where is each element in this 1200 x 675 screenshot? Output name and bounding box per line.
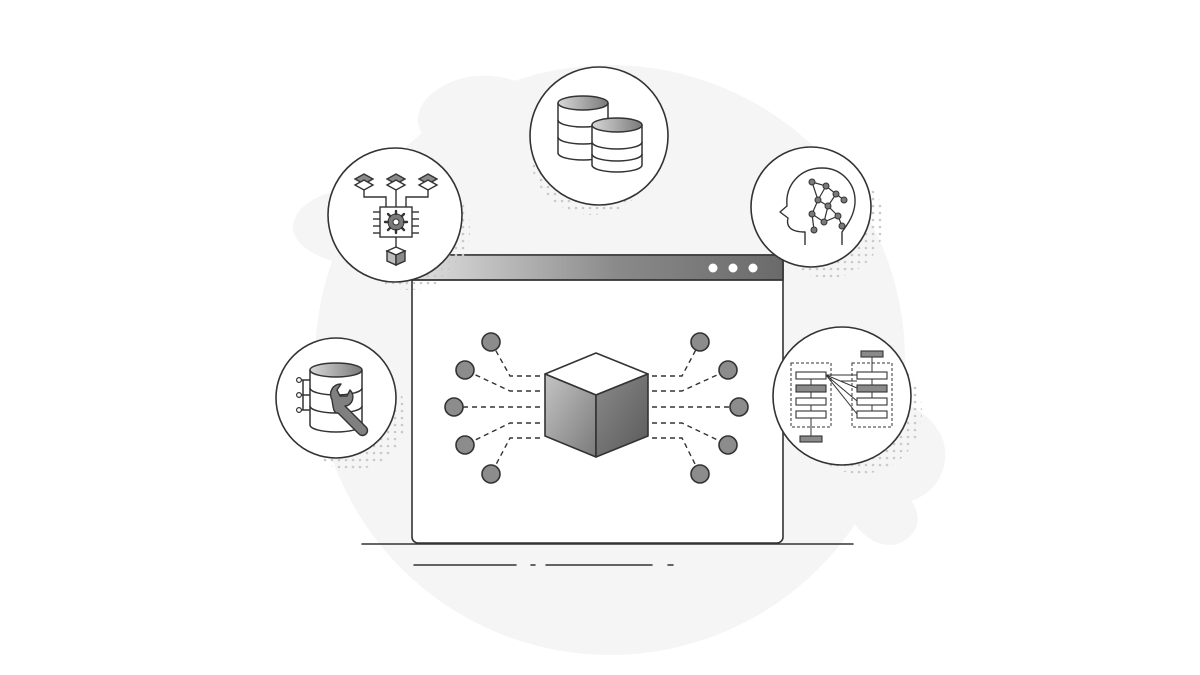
connection-node (729, 397, 749, 417)
ground-lines (361, 543, 854, 566)
connection-spoke (652, 422, 729, 446)
connection-node (690, 464, 710, 484)
window-control-dot (708, 263, 718, 273)
ai-brain-head-icon (750, 146, 884, 278)
neural-network-architecture-icon (772, 326, 922, 474)
connection-node (718, 360, 738, 380)
connection-node (690, 332, 710, 352)
wrench-icon (329, 383, 369, 437)
connection-node (455, 360, 475, 380)
connection-spokes (454, 341, 739, 475)
window-control-dot (748, 263, 758, 273)
processor-workflow-icon (327, 147, 470, 290)
connection-spoke (490, 437, 540, 475)
database-maintenance-icon (275, 337, 406, 470)
connection-spoke (652, 369, 729, 392)
database-stack-icon (529, 66, 669, 215)
cube-icon (544, 352, 649, 458)
connection-nodes (444, 332, 749, 484)
connection-spoke (490, 341, 540, 377)
connection-node (481, 332, 501, 352)
connection-node (455, 435, 475, 455)
window-title-bar (411, 254, 784, 281)
connection-node (481, 464, 501, 484)
connection-spoke (464, 422, 540, 446)
connection-node (718, 435, 738, 455)
connection-spoke (464, 369, 540, 392)
window-control-dot (728, 263, 738, 273)
window-control-dots (708, 263, 758, 273)
connection-spoke (652, 437, 701, 475)
connection-spoke (652, 341, 701, 377)
connection-node (444, 397, 464, 417)
